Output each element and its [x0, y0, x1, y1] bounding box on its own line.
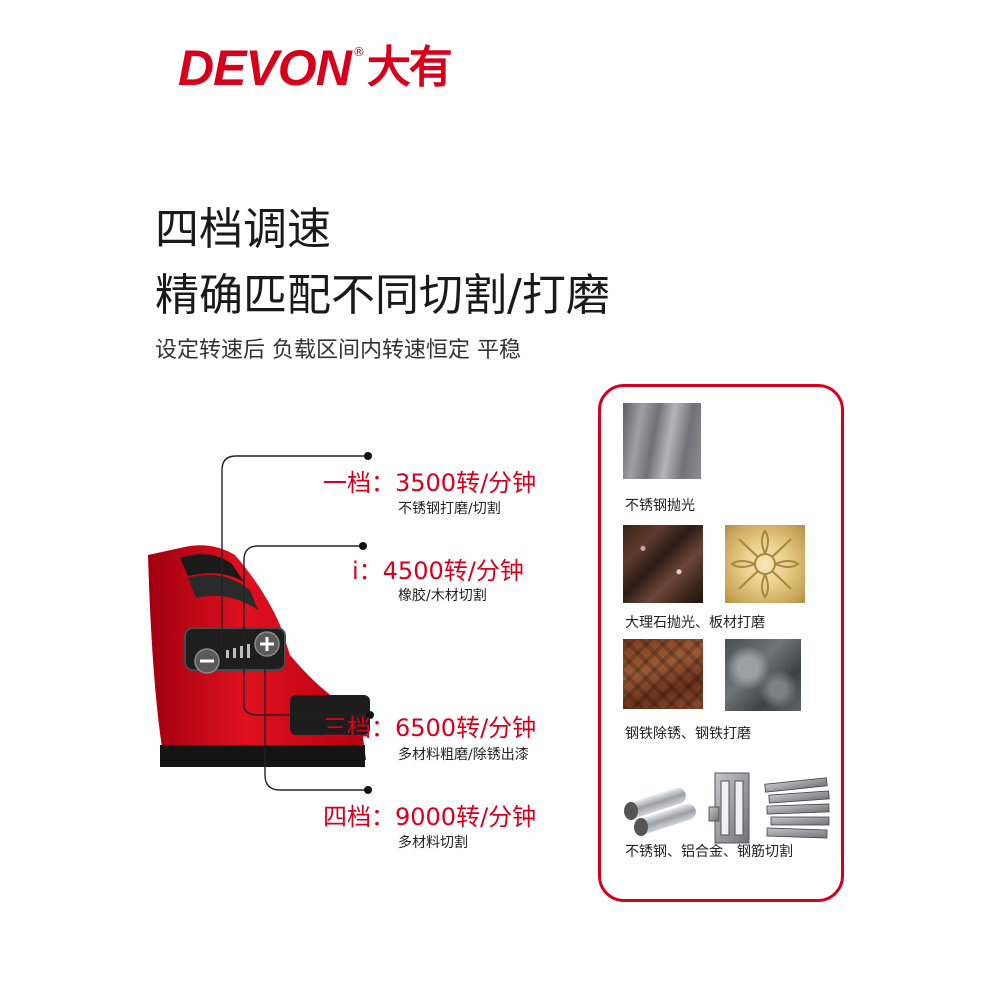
headline-description: 设定转速后 负载区间内转速恒定 平稳 — [155, 338, 521, 363]
carved-board-image — [725, 525, 805, 603]
logo-cn-text: 大有 — [366, 42, 453, 93]
speed-level-4-desc: 多材料切割 — [398, 835, 468, 851]
iron-surface-image — [725, 639, 801, 711]
registered-mark: ® — [352, 45, 365, 59]
stainless-steel-image — [623, 403, 701, 479]
speed-level-3-desc: 多材料粗磨/除锈出漆 — [398, 747, 529, 763]
rebar-bundle-icon — [764, 777, 830, 839]
marble-image — [623, 525, 703, 603]
material-caption-cutting: 不锈钢、铝合金、钢筋切割 — [625, 844, 793, 860]
headline-subtitle: 精确匹配不同切割/打磨 — [155, 270, 610, 321]
speed-level-3-label: 三档：6500转/分钟 — [323, 714, 537, 742]
metal-profiles-image — [624, 772, 830, 844]
speed-indicator-icon — [226, 644, 250, 658]
rusted-steel-image — [623, 639, 703, 709]
speed-level-1-desc: 不锈钢打磨/切割 — [398, 501, 501, 517]
brand-logo: DEVON ® 大有 — [178, 40, 453, 100]
speed-level-2-desc: 橡胶/木材切割 — [398, 588, 487, 604]
material-caption-marble: 大理石抛光、板材打磨 — [625, 615, 765, 631]
minus-icon — [194, 648, 220, 674]
pipes-icon — [624, 787, 696, 836]
speed-level-1-label: 一档：3500转/分钟 — [323, 469, 537, 497]
materials-panel: 不锈钢抛光 大理石抛光、板材打磨 钢铁除锈、钢铁打磨 — [598, 384, 844, 902]
material-caption-steel: 不锈钢抛光 — [625, 498, 695, 514]
headline-title: 四档调速 — [155, 204, 331, 255]
speed-level-2-label: i：4500转/分钟 — [352, 557, 524, 585]
speed-level-4-label: 四档：9000转/分钟 — [323, 803, 537, 831]
aluminum-profile-icon — [708, 772, 750, 844]
material-caption-iron: 钢铁除锈、钢铁打磨 — [625, 726, 751, 742]
plus-icon — [254, 631, 280, 657]
logo-brand-text: DEVON — [178, 40, 352, 96]
